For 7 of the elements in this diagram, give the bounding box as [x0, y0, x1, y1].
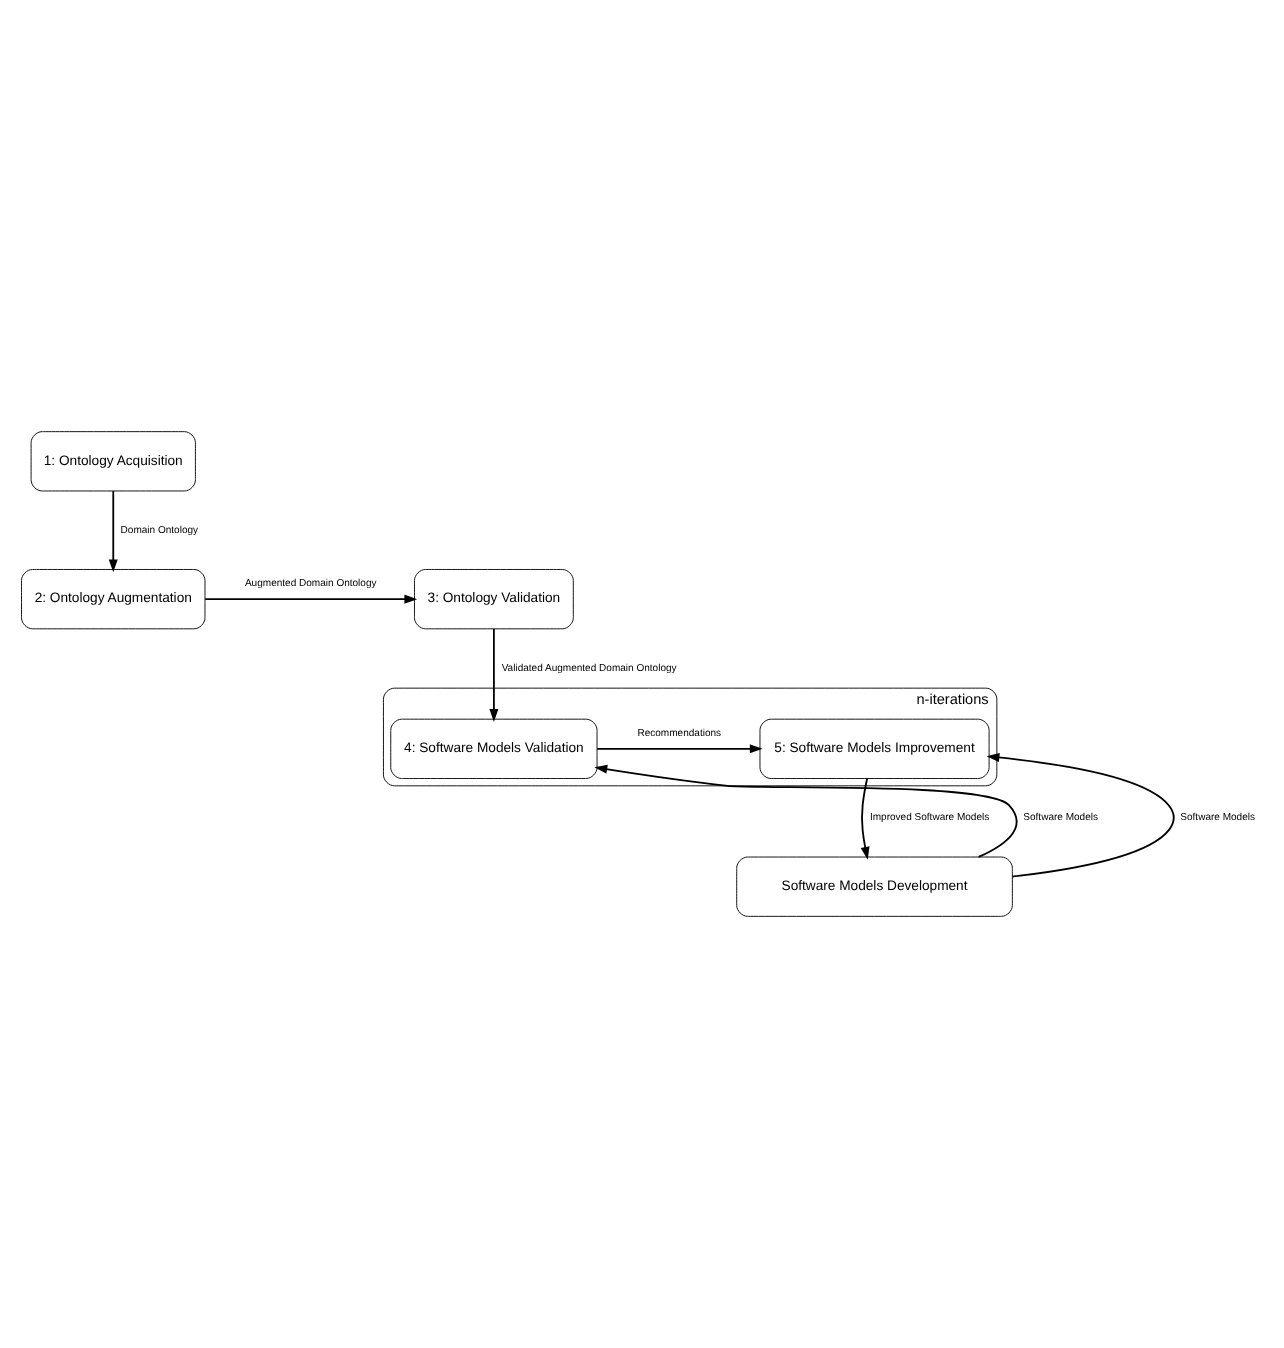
arrow — [860, 777, 870, 860]
arrow — [986, 753, 1175, 878]
arrow — [596, 744, 763, 754]
arrow — [204, 594, 418, 604]
arrow — [594, 764, 1018, 858]
arrow — [108, 490, 118, 573]
arrow — [489, 628, 499, 722]
